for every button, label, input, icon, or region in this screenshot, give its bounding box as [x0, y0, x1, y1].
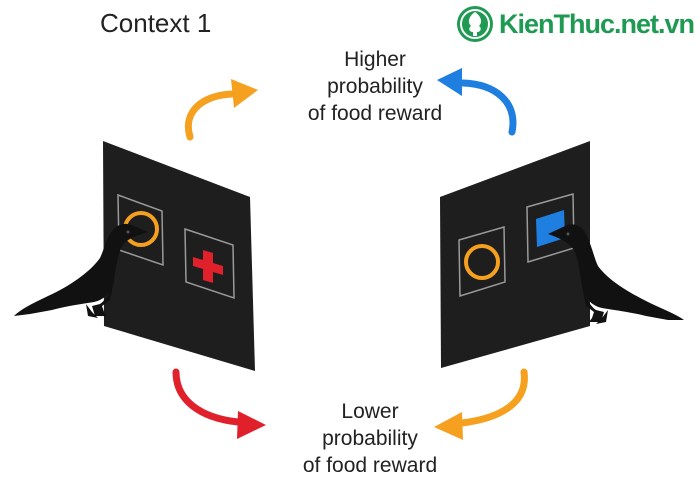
watermark-text: KienThuc.net.vn — [498, 8, 695, 39]
orange-circle-icon — [464, 244, 500, 280]
blue-square-icon — [536, 210, 565, 247]
left-crow — [14, 223, 148, 318]
arrow-left-to-higher — [185, 79, 258, 141]
left-touchscreen — [103, 141, 255, 371]
lower-line-2: probability — [322, 427, 418, 450]
higher-probability-label: Higher probability of food reward — [270, 46, 480, 127]
arrow-right-to-lower — [434, 368, 528, 440]
context-label: Context 1 — [100, 8, 212, 38]
lower-probability-label: Lower probability of food reward — [265, 398, 475, 479]
watermark: KienThuc.net.vn — [455, 4, 695, 44]
right-crow — [548, 224, 684, 324]
lower-line-3: of food reward — [302, 454, 438, 477]
tree-logo-icon — [456, 6, 493, 42]
left-card-cross — [184, 227, 235, 300]
lower-line-1: Lower — [341, 400, 399, 423]
red-cross-icon — [193, 250, 223, 283]
right-card-circle — [458, 226, 506, 298]
higher-line-2: probability — [327, 75, 423, 98]
right-touchscreen — [440, 141, 590, 368]
higher-line-1: Higher — [344, 48, 406, 71]
arrow-right-to-higher — [437, 68, 517, 136]
higher-line-3: of food reward — [307, 102, 443, 125]
arrow-left-to-lower — [172, 368, 266, 439]
